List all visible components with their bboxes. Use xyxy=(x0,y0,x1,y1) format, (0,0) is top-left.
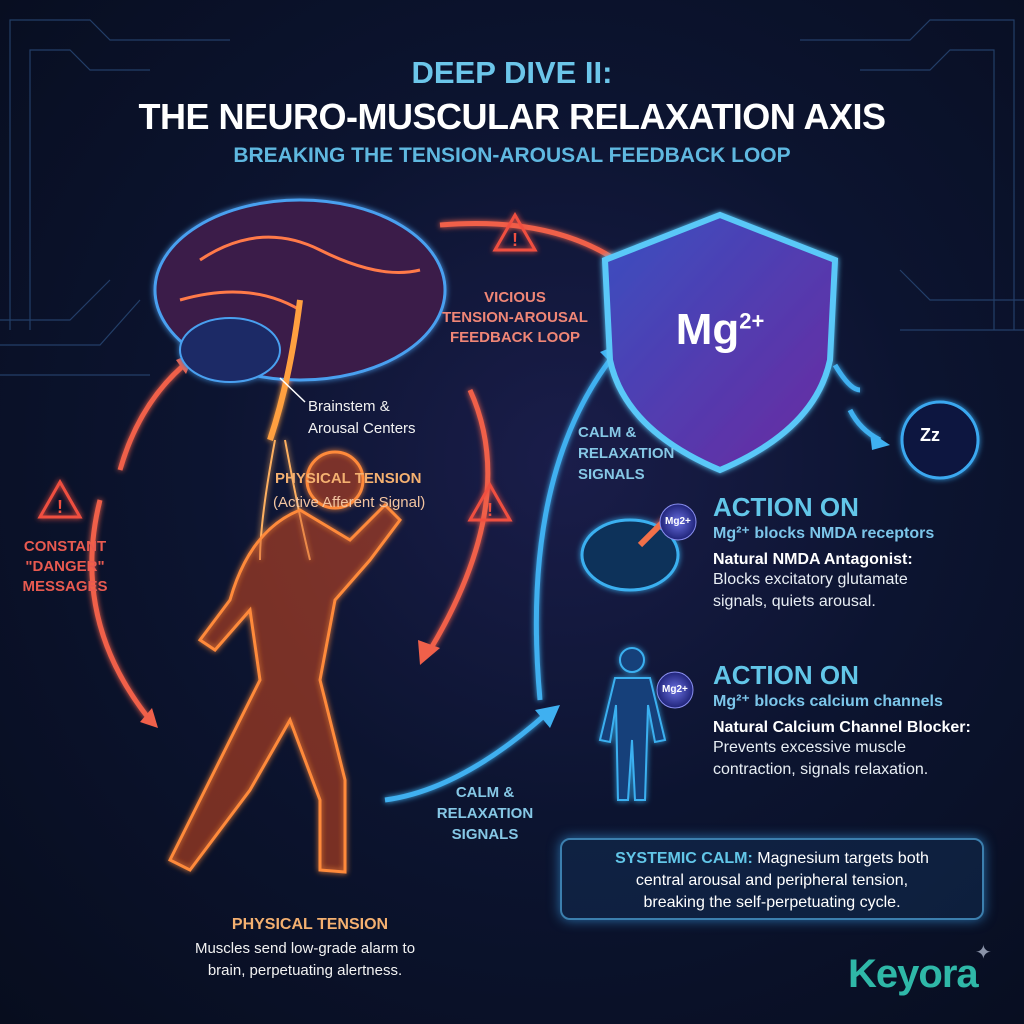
mg-charge: 2+ xyxy=(739,308,765,334)
calm-signals-label-bottom: CALM & RELAXATION SIGNALS xyxy=(425,782,545,845)
loop-label-line: TENSION-AROUSAL xyxy=(442,309,588,326)
action-desc: signals, quiets arousal. xyxy=(713,593,876,610)
sleep-zz: Zz xyxy=(920,425,940,445)
action-mechanism: Mg²⁺ blocks calcium channels xyxy=(713,693,943,710)
magnesium-shield-icon xyxy=(601,211,839,474)
bottom-tension-desc: Muscles send low-grade alarm to brain, p… xyxy=(140,938,470,982)
action-heading: Natural Calcium Channel Blocker: xyxy=(713,719,971,736)
desc-line: brain, perpetuating alertness. xyxy=(207,962,403,979)
svg-text:!: ! xyxy=(57,497,63,517)
vicious-loop-label: VICIOUS TENSION-AROUSAL FEEDBACK LOOP xyxy=(430,288,600,348)
calm-line: CALM & xyxy=(455,784,515,801)
action-calcium: ACTION ON Mg²⁺ blocks calcium channels N… xyxy=(713,660,971,781)
tension-loop-arrows xyxy=(89,220,632,722)
brand-logo: Keyora xyxy=(848,952,979,996)
desc-line: Muscles send low-grade alarm to xyxy=(194,940,416,957)
moon-sleep-icon xyxy=(900,400,980,480)
sparkle-icon: ✦ xyxy=(975,942,992,964)
danger-line: CONSTANT xyxy=(23,538,107,555)
mg-symbol: Mg xyxy=(675,305,740,354)
action-title: ACTION ON xyxy=(713,660,859,690)
bottom-tension-title: PHYSICAL TENSION xyxy=(231,916,389,933)
mg-ion-ball xyxy=(656,671,694,709)
circuit-frame xyxy=(0,19,1024,376)
systemic-label: SYSTEMIC CALM: xyxy=(615,850,753,867)
brainstem-line: Brainstem & xyxy=(308,398,390,415)
danger-line: "DANGER" xyxy=(25,558,105,575)
calm-line: RELAXATION xyxy=(436,805,534,822)
warning-icon xyxy=(37,211,538,522)
physical-tension-label: PHYSICAL TENSION xyxy=(275,470,422,487)
title-line1: DEEP DIVE II: xyxy=(411,55,613,90)
calm-line: SIGNALS xyxy=(451,826,519,843)
shield-label: Mg2+ xyxy=(640,305,800,355)
tense-person-illustration xyxy=(167,439,402,874)
brainstem-label: Brainstem & Arousal Centers xyxy=(308,396,416,440)
page-subtitle: BREAKING THE TENSION-AROUSAL FEEDBACK LO… xyxy=(233,144,791,167)
human-body-icon xyxy=(598,647,667,801)
loop-label-line: FEEDBACK LOOP xyxy=(449,329,580,346)
action-title: ACTION ON xyxy=(713,492,859,522)
action-nmda: ACTION ON Mg²⁺ blocks NMDA receptors Nat… xyxy=(713,492,934,613)
action-mechanism: Mg²⁺ blocks NMDA receptors xyxy=(713,525,935,542)
danger-line: MESSAGES xyxy=(22,578,108,595)
svg-text:!: ! xyxy=(512,230,518,250)
calm-line: RELAXATION xyxy=(578,445,675,462)
systemic-text: breaking the self-perpetuating cycle. xyxy=(643,894,901,911)
danger-messages-label: CONSTANT "DANGER" MESSAGES xyxy=(0,537,130,597)
calm-line: SIGNALS xyxy=(578,466,645,483)
systemic-calm-box: SYSTEMIC CALM: Magnesium targets both ce… xyxy=(560,838,984,920)
brainstem-pointer xyxy=(279,377,306,403)
loop-label-line: VICIOUS xyxy=(484,289,546,306)
brainstem-line: Arousal Centers xyxy=(308,420,416,437)
systemic-text: central arousal and peripheral tension, xyxy=(635,872,909,889)
ion-label: Mg2+ xyxy=(662,684,688,695)
mg-ion-ball xyxy=(659,503,697,541)
action-desc: Blocks excitatory glutamate xyxy=(713,571,908,588)
systemic-text: Magnesium targets both xyxy=(752,850,929,867)
ion-label: Mg2+ xyxy=(665,516,691,527)
page-title: THE NEURO-MUSCULAR RELAXATION AXIS xyxy=(138,96,887,137)
calm-signals-label-top: CALM & RELAXATION SIGNALS xyxy=(578,422,674,485)
calm-line: CALM & xyxy=(578,424,637,441)
action-desc: Prevents excessive muscle xyxy=(713,739,906,756)
svg-text:!: ! xyxy=(487,500,493,520)
brain-illustration xyxy=(153,198,447,441)
afferent-signal-label: (Active Afferent Signal) xyxy=(273,494,426,511)
action-desc: contraction, signals relaxation. xyxy=(713,761,929,778)
action-heading: Natural NMDA Antagonist: xyxy=(713,551,913,568)
